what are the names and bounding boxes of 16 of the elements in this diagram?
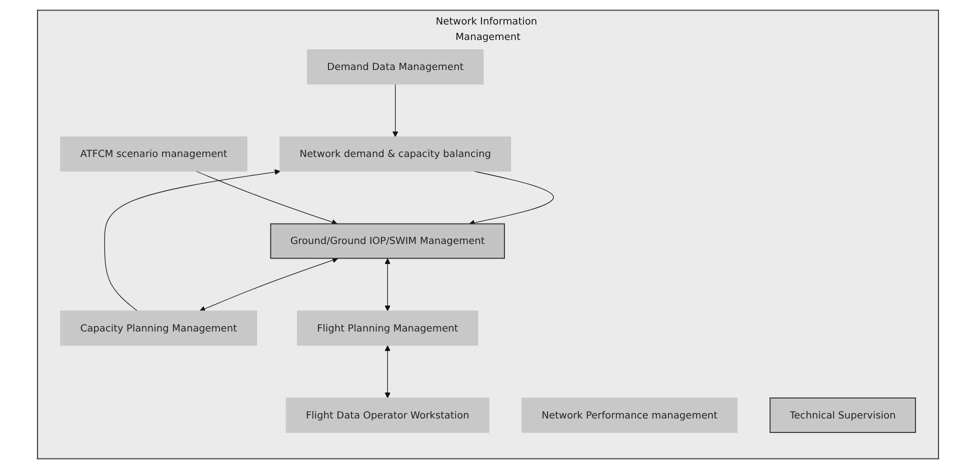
arrow bbox=[384, 345, 390, 398]
node-box: Flight Planning Management bbox=[296, 310, 478, 346]
arrow bbox=[104, 169, 280, 312]
node-box: Network demand & capacity balancing bbox=[280, 136, 512, 172]
node-box: Demand Data Management bbox=[307, 49, 484, 85]
arrow bbox=[196, 170, 338, 225]
node-box: Technical Supervision bbox=[770, 397, 916, 433]
node-box: ATFCM scenario management bbox=[60, 136, 248, 172]
node-box: Ground/Ground IOP/SWIM Management bbox=[270, 223, 505, 259]
node-box: Network Performance management bbox=[522, 398, 738, 433]
node-box: Flight Data Operator Workstation bbox=[286, 398, 490, 433]
arrow bbox=[384, 258, 390, 312]
arrow bbox=[200, 257, 338, 312]
arrow bbox=[392, 84, 398, 138]
arrow bbox=[469, 170, 554, 226]
node-box: Capacity Planning Management bbox=[60, 310, 257, 346]
